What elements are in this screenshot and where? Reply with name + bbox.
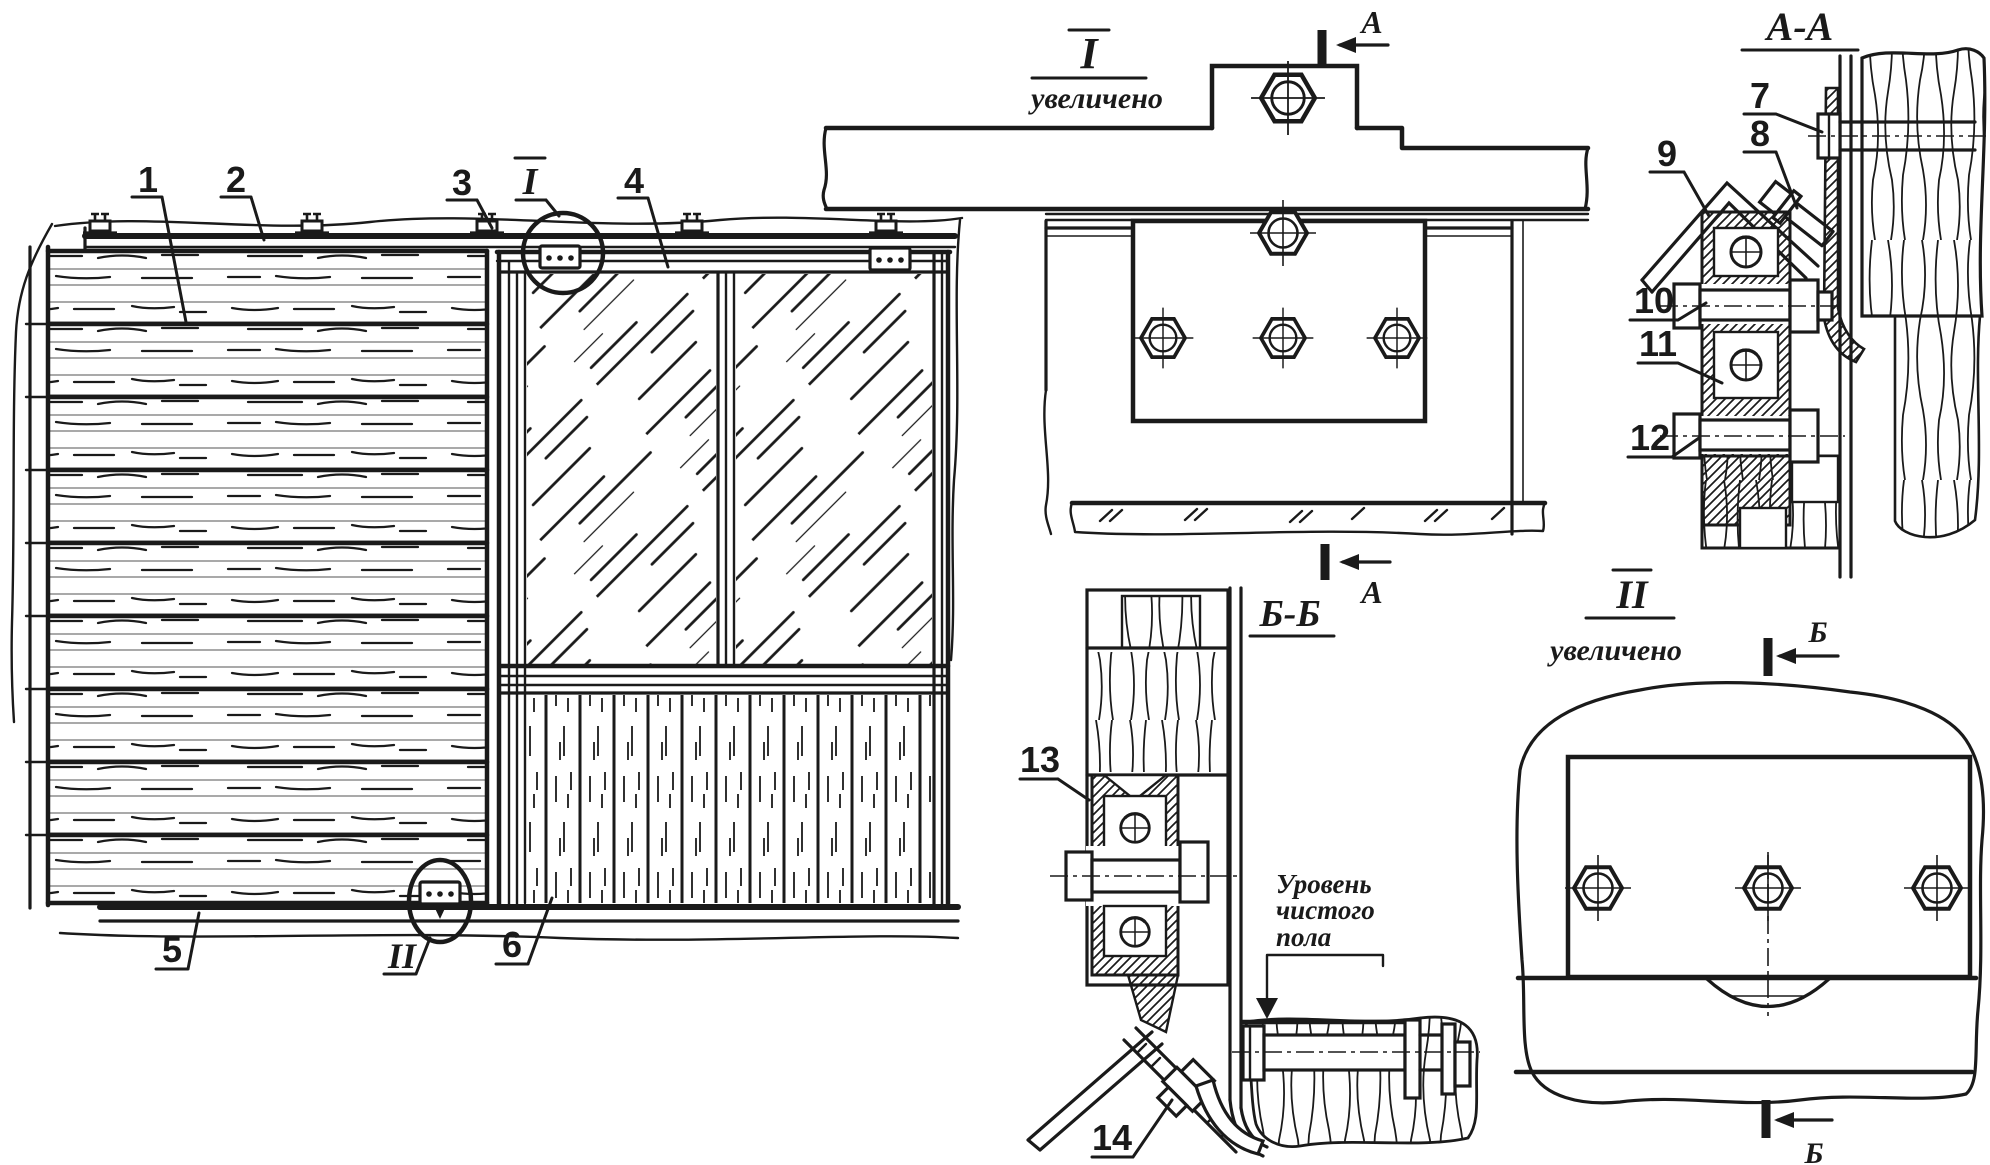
detail-i-view: I увеличено А bbox=[821, 4, 1591, 610]
wood-post-lower bbox=[1893, 314, 1982, 539]
guide-bracket-detail-ii bbox=[418, 880, 462, 906]
floor-note-line-2: чистого bbox=[1276, 895, 1375, 925]
detail-i-header: I увеличено bbox=[1028, 28, 1163, 115]
axle-nut bbox=[1178, 840, 1210, 904]
support-beam bbox=[821, 125, 1591, 212]
floor-anchor bbox=[1232, 1015, 1480, 1148]
section-bb-view: Б-Б 13 bbox=[1018, 586, 1480, 1159]
bb-strap bbox=[1026, 1030, 1164, 1152]
section-cut-b-bottom: Б bbox=[1761, 1100, 1834, 1165]
section-aa-header: А-А bbox=[1740, 4, 1860, 52]
guide-notch bbox=[433, 904, 447, 919]
detail-i-note: увеличено bbox=[1028, 82, 1163, 115]
door-stile-wood bbox=[1700, 454, 1842, 550]
section-bb-title: Б-Б bbox=[1259, 593, 1321, 635]
part-11-label: 11 bbox=[1639, 323, 1677, 364]
elevation-callouts: 1 2 3 I 4 5 II 6 bbox=[130, 156, 670, 976]
top-track-rail bbox=[82, 226, 958, 252]
left-door-leaf bbox=[24, 244, 490, 910]
floor-level-note: Уровень чистого пола bbox=[1256, 869, 1385, 1019]
detail-ii-view: Б Б bbox=[1513, 616, 1986, 1165]
callout-1: 1 bbox=[138, 159, 158, 200]
part-12-label: 12 bbox=[1630, 417, 1670, 458]
callout-detail-i: I bbox=[522, 161, 539, 203]
detail-ii-circle bbox=[406, 857, 474, 945]
bottom-rail-strip bbox=[1069, 500, 1548, 536]
callout-4: 4 bbox=[624, 160, 644, 201]
wood-post-upper bbox=[1860, 47, 1987, 318]
anchor-bolt-14 bbox=[1122, 1026, 1266, 1156]
bent-guide-plate bbox=[1194, 1077, 1266, 1156]
bearing-upper bbox=[1729, 235, 1763, 269]
cut-label-a-top: А bbox=[1359, 4, 1382, 40]
bottom-rail bbox=[1513, 852, 1979, 1075]
section-aa-title: А-А bbox=[1764, 4, 1834, 49]
floor-note-line-1: Уровень bbox=[1276, 869, 1372, 899]
callout-3: 3 bbox=[452, 162, 472, 203]
floor-note-line-3: пола bbox=[1276, 922, 1331, 952]
door-plane-bar bbox=[1838, 54, 1853, 579]
arrow-icon bbox=[1774, 1112, 1794, 1128]
part-14-label: 14 bbox=[1092, 1117, 1132, 1158]
arrow-icon bbox=[1776, 648, 1796, 664]
part-10-label: 10 bbox=[1634, 280, 1674, 321]
arrow-icon bbox=[1256, 998, 1278, 1019]
rail-clamp-bracket bbox=[867, 212, 905, 235]
bearing-upper bbox=[1119, 812, 1151, 844]
callout-6: 6 bbox=[502, 924, 522, 965]
axle-bolt-10 bbox=[1660, 278, 1842, 334]
cut-label-a-bottom: А bbox=[1359, 574, 1382, 610]
detail-ii-header: II увеличено bbox=[1547, 568, 1682, 667]
callout-2: 2 bbox=[226, 159, 246, 200]
section-aa-view: А-А bbox=[1626, 4, 1987, 579]
door-top-and-plate bbox=[1043, 198, 1524, 536]
rail-clamp-bracket bbox=[293, 212, 331, 235]
cut-label-b-bottom: Б bbox=[1803, 1137, 1823, 1165]
part-8-label: 8 bbox=[1750, 113, 1770, 154]
part-9-label: 9 bbox=[1657, 133, 1677, 174]
hanger-bracket-detail-i bbox=[538, 244, 582, 270]
hanger-bracket bbox=[868, 246, 912, 272]
section-cut-a-bottom: А bbox=[1320, 544, 1392, 610]
lower-vertical-planks bbox=[527, 695, 932, 903]
housing-foot bbox=[1126, 973, 1180, 1034]
glass-pane-left bbox=[527, 274, 716, 664]
wall-break-line-left bbox=[10, 222, 54, 724]
section-aa-labels: 7 8 9 10 11 12 bbox=[1626, 75, 1824, 459]
lag-bolt-7 bbox=[1808, 112, 1986, 160]
lower-bolt-12 bbox=[1660, 408, 1845, 464]
glass-pane-right bbox=[736, 274, 932, 664]
section-cut-a-top: А bbox=[1317, 4, 1390, 66]
section-cut-b-top: Б bbox=[1763, 616, 1840, 676]
section-bb-header: Б-Б bbox=[1248, 593, 1336, 638]
cut-label-b-top: Б bbox=[1807, 616, 1827, 649]
bearing-lower bbox=[1729, 348, 1763, 382]
detail-ii-title: II bbox=[1615, 572, 1649, 617]
part-13-label: 13 bbox=[1020, 739, 1060, 780]
arrow-icon bbox=[1339, 554, 1359, 570]
callout-5: 5 bbox=[162, 929, 182, 970]
callout-detail-ii: II bbox=[387, 936, 418, 976]
wall-break-line-top bbox=[53, 216, 964, 228]
detail-ii-note: увеличено bbox=[1547, 634, 1682, 667]
detail-i-circle bbox=[520, 210, 606, 296]
right-door-leaf bbox=[494, 246, 953, 908]
wall-break-line-right bbox=[949, 218, 962, 662]
door-elevation-view: 1 2 3 I 4 5 II 6 bbox=[10, 156, 964, 976]
detail-i-title: I bbox=[1079, 29, 1099, 78]
mid-rail bbox=[497, 663, 951, 695]
part-7-label: 7 bbox=[1750, 75, 1770, 116]
bearing-lower bbox=[1119, 916, 1151, 948]
bottom-roller-13 bbox=[1050, 773, 1238, 1034]
arrow-icon bbox=[1336, 37, 1356, 53]
